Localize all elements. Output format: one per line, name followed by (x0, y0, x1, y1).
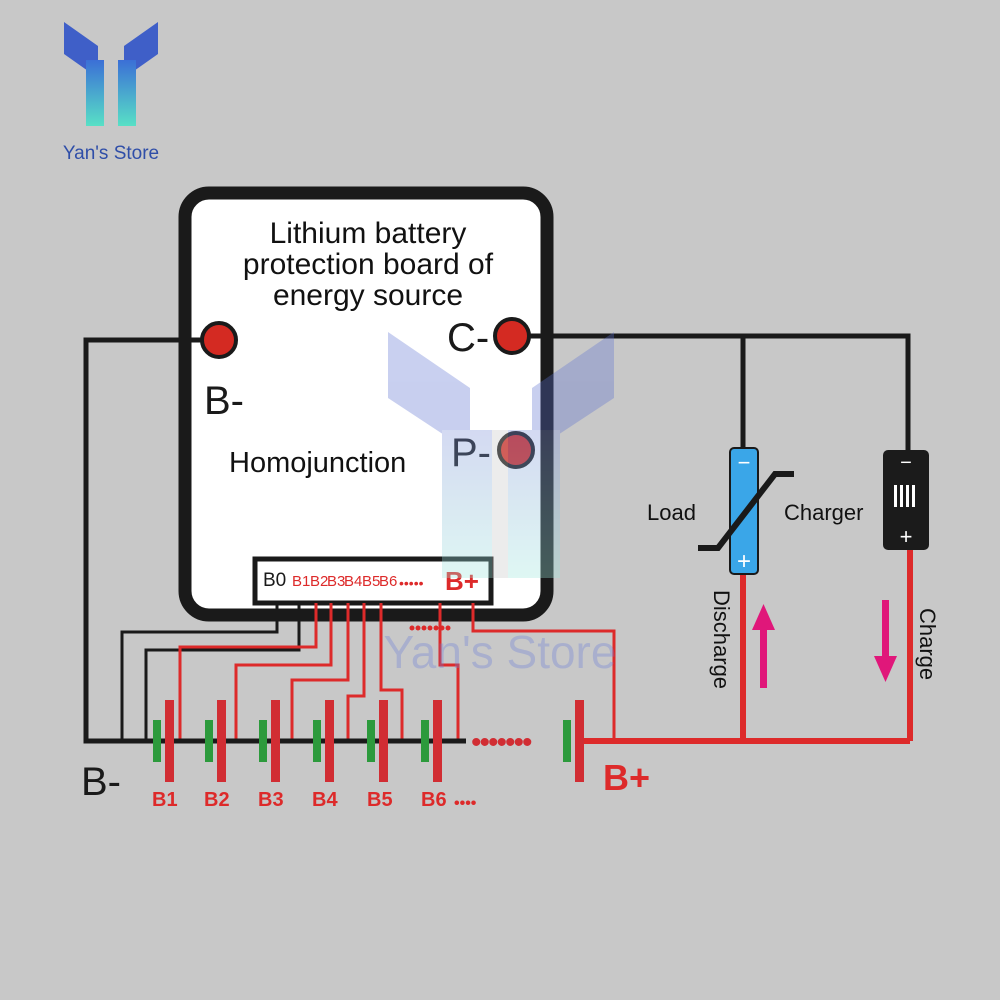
cell-b4 (313, 700, 334, 782)
terminal-c-minus: C- (447, 316, 531, 360)
cell-labels: B1 B2 B3 B4 B5 B6 •••• (152, 789, 477, 812)
board-title-line-3: energy source (273, 279, 463, 312)
watermark-stem-icon (442, 430, 560, 578)
cell-b5 (367, 700, 388, 782)
connector-label-b5: B5 (362, 573, 380, 590)
connector-label-b0: B0 (263, 570, 286, 591)
cell-label-b5: B5 (367, 789, 393, 811)
discharge-label: Discharge (709, 590, 734, 689)
cell-label-b1: B1 (152, 789, 178, 811)
cell-label-b2: B2 (204, 789, 230, 811)
store-name: Yan's Store (63, 143, 159, 164)
wire-b-minus (83, 337, 202, 744)
watermark-text: Yan's Store (384, 626, 617, 678)
black-wires (83, 333, 911, 744)
connector-label-b2: B2 (310, 573, 328, 590)
cell-b3 (259, 700, 280, 782)
charge-arrow-icon (874, 600, 897, 682)
connector-label-b6: B6 (379, 573, 397, 590)
pack-b-plus-label: B+ (603, 757, 650, 798)
sense-wires-red (178, 603, 616, 741)
charger-label: Charger (784, 500, 863, 525)
load: − + Load (647, 447, 794, 575)
charger: − + Charger (784, 450, 929, 550)
pack-b-minus-label: B- (81, 760, 121, 804)
discharge-arrow-icon (752, 604, 775, 688)
wire-c-minus (529, 333, 911, 452)
board-title-line-1: Lithium battery (270, 217, 467, 250)
homojunction-label: Homojunction (229, 447, 406, 479)
cell-label-more: •••• (454, 795, 477, 812)
connector-label-more: ••••• (399, 575, 424, 591)
battery-chain: ••••••• B1 B2 B3 B4 B5 B6 •••• B- B+ (81, 548, 913, 812)
cell-label-b4: B4 (312, 789, 338, 811)
cell-b2 (205, 700, 226, 782)
cell-label-b3: B3 (258, 789, 284, 811)
connector-label-b1: B1 (292, 573, 310, 590)
cell-b6 (421, 700, 442, 782)
connector-label-b3: B3 (327, 573, 345, 590)
chain-dots: ••••••• (471, 726, 532, 759)
connector-label-b4: B4 (344, 573, 362, 590)
charge-label: Charge (915, 608, 940, 680)
load-label: Load (647, 500, 696, 525)
cell-b1 (153, 700, 174, 782)
cell-label-b6: B6 (421, 789, 447, 811)
watermark: Yan's Store (384, 332, 617, 678)
charger-minus-sign: − (900, 452, 912, 474)
sense-wires-black (120, 603, 301, 741)
charger-bars-icon (894, 485, 915, 507)
small-dots-red (409, 625, 451, 631)
load-plus-sign: + (737, 548, 751, 575)
terminal-b-minus-label: B- (204, 379, 244, 423)
cell-last (563, 700, 584, 782)
watermark-right-wing-icon (532, 332, 614, 452)
connector-labels: B0 B1 B2 B3 B4 B5 B6 ••••• B+ (263, 566, 479, 596)
variable-resistor-icon (698, 471, 794, 551)
terminal-c-minus-label: C- (447, 316, 489, 360)
store-logo: Yan's Store (63, 22, 159, 164)
load-minus-sign: − (738, 450, 751, 475)
watermark-left-wing-icon (388, 332, 470, 452)
board-title-line-2: protection board of (243, 248, 494, 281)
charger-plus-sign: + (900, 524, 913, 549)
